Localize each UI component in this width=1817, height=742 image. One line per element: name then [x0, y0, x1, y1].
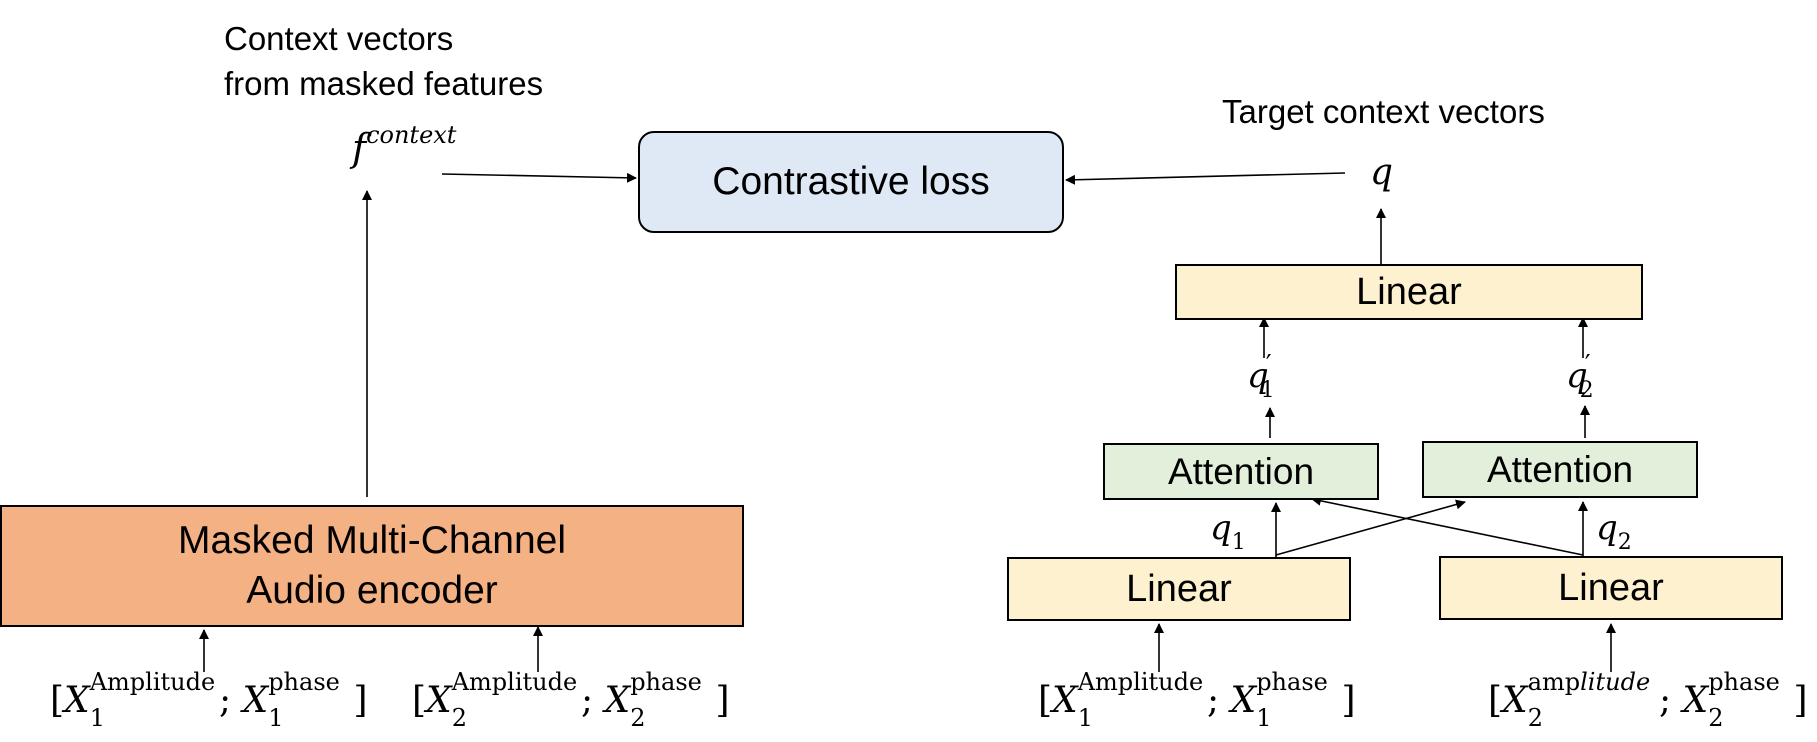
linear-box-1: Linear	[1007, 557, 1351, 621]
linear-box-2: Linear	[1439, 556, 1783, 620]
linear-label-1: Linear	[1126, 567, 1232, 610]
q-symbol: q	[1370, 152, 1394, 193]
q1-prime-symbol: q′1	[1247, 350, 1275, 403]
q2-symbol: q2	[1596, 508, 1632, 555]
arrow-linear1-to-attention2	[1275, 499, 1466, 556]
f-context-symbol: fcontext	[352, 123, 456, 170]
context-vectors-caption-line2: from masked features	[224, 65, 544, 102]
amplitude-superscript: Amplitude	[1077, 668, 1204, 696]
arrow-q-to-loss	[1065, 172, 1346, 185]
q1-symbol: q1	[1210, 508, 1246, 555]
context-vectors-caption-line1: Context vectors	[224, 20, 454, 57]
linear-top-box: Linear	[1175, 264, 1643, 320]
encoder-label-line2: Audio encoder	[246, 569, 498, 612]
attention-label-2: Attention	[1486, 448, 1634, 490]
attention-box-1: Attention	[1103, 443, 1379, 500]
arrow-fcontext-to-loss	[441, 172, 637, 183]
linear-top-label: Linear	[1356, 270, 1462, 313]
amplitude-superscript: amplitude	[1527, 668, 1651, 696]
target-context-caption: Target context vectors	[1222, 93, 1545, 130]
contrastive-loss-label: Contrastive loss	[712, 160, 990, 203]
linear-label-2: Linear	[1558, 566, 1664, 609]
attention-box-2: Attention	[1422, 441, 1698, 498]
phase-superscript: phase	[268, 668, 340, 696]
phase-superscript: phase	[1708, 668, 1780, 696]
f-context-superscript: context	[366, 121, 457, 150]
encoder-label-line1: Masked Multi-Channel	[177, 519, 566, 562]
phase-superscript: phase	[630, 668, 702, 696]
arrow-linear2-to-attention1	[1311, 495, 1584, 556]
attention-label-1: Attention	[1167, 450, 1315, 492]
amplitude-superscript: Amplitude	[89, 668, 216, 696]
f-symbol: f	[352, 126, 367, 170]
q2-prime-symbol: q′2	[1566, 350, 1594, 403]
phase-superscript: phase	[1256, 668, 1328, 696]
amplitude-superscript: Amplitude	[451, 668, 578, 696]
masked-audio-encoder-box: Masked Multi-Channel Audio encoder	[0, 505, 744, 627]
context-vectors-caption: Context vectors from masked features	[224, 16, 543, 106]
contrastive-loss-box: Contrastive loss	[638, 131, 1064, 233]
